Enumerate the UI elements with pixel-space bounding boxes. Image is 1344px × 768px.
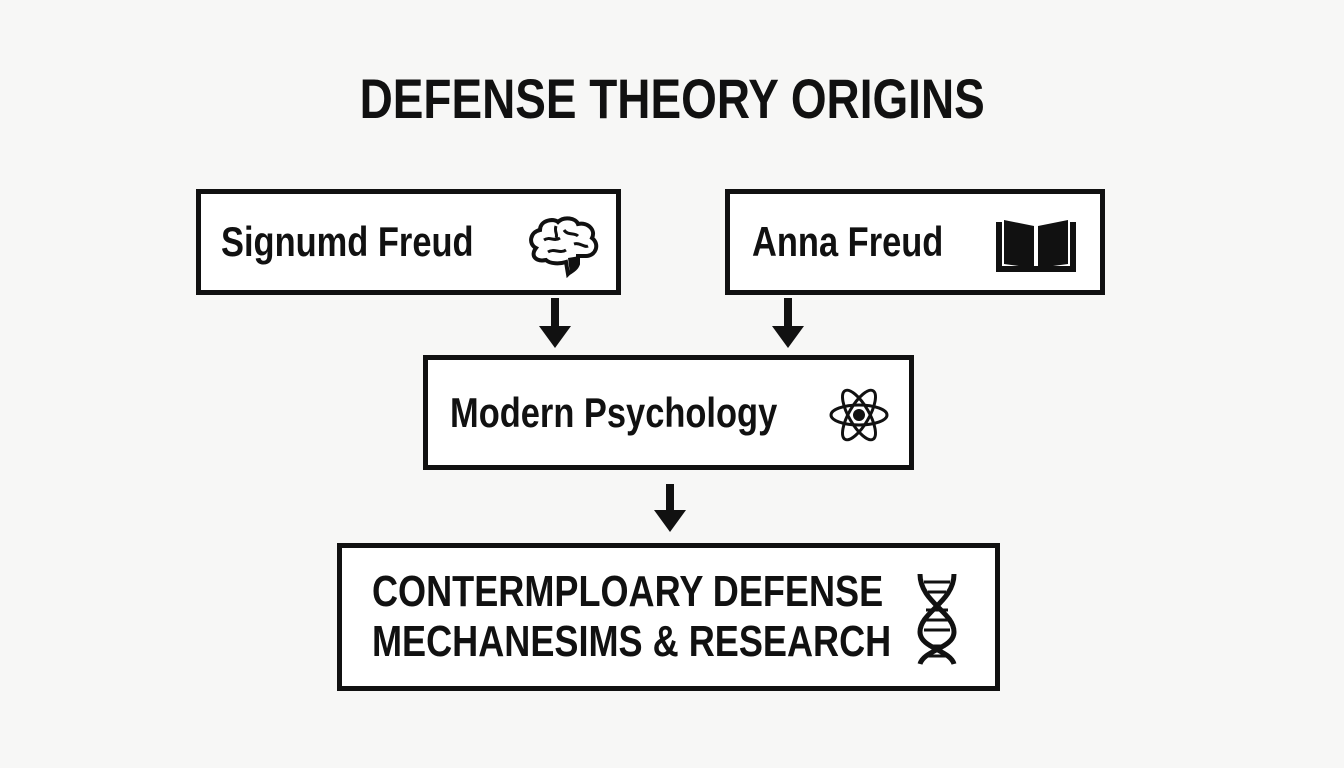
node-anna-freud: Anna Freud: [725, 189, 1105, 295]
title-text: DEFENSE THEORY ORIGINS: [359, 67, 985, 130]
brain-icon: [529, 216, 599, 278]
node-modern-psychology: Modern Psychology: [423, 355, 914, 470]
arrow-anna-to-modern: [772, 298, 804, 348]
diagram-title: DEFENSE THEORY ORIGINS: [0, 66, 1344, 131]
node-contemporary-research: CONTERMPLOARY DEFENSE MECHANESIMS & RESE…: [337, 543, 1000, 691]
node-label: Modern Psychology: [450, 388, 778, 436]
arrow-sigmund-to-modern: [539, 298, 571, 348]
node-label: Anna Freud: [752, 218, 944, 265]
label-line-2: MECHANESIMS & RESEARCH: [372, 617, 892, 666]
arrow-modern-to-contemporary: [654, 484, 686, 532]
book-icon: [996, 220, 1076, 272]
node-sigmund-freud: Signumd Freud: [196, 189, 621, 295]
node-label: CONTERMPLOARY DEFENSE MECHANESIMS & RESE…: [372, 567, 1005, 667]
dna-icon: [917, 573, 957, 666]
label-line-1: CONTERMPLOARY DEFENSE: [372, 567, 884, 616]
atom-icon: [829, 388, 889, 442]
node-label: Signumd Freud: [221, 218, 474, 265]
